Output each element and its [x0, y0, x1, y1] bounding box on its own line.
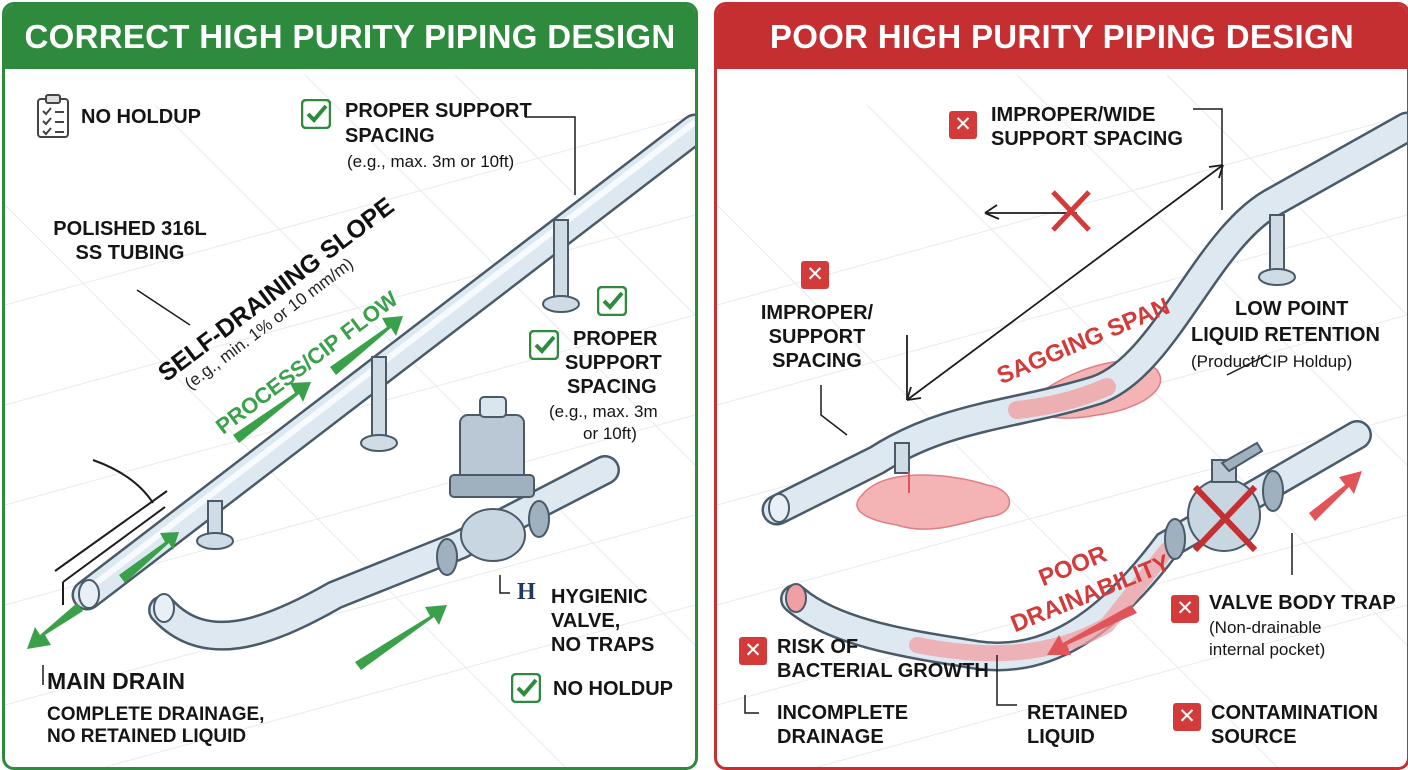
- pipe-supports: [894, 214, 1296, 474]
- poor-design-title: POOR HIGH PURITY PIPING DESIGN: [717, 5, 1407, 69]
- low-point-line2: LIQUID RETENTION: [1191, 324, 1380, 346]
- tubing-line2: SS TUBING: [75, 242, 185, 264]
- wide-support-line2: SUPPORT SPACING: [991, 128, 1183, 150]
- proper-support-top-line2: SPACING: [345, 125, 435, 147]
- correct-piping-illustration: [5, 74, 695, 767]
- correct-design-title: CORRECT HIGH PURITY PIPING DESIGN: [5, 5, 695, 69]
- drain-sub-line2: NO RETAINED LIQUID: [47, 726, 247, 747]
- risk-line1: RISK OF: [777, 636, 859, 658]
- no-support-x-icon: [1051, 190, 1091, 232]
- check-icon: [597, 286, 627, 316]
- low-point-sub: (Product/CIP Holdup): [1191, 352, 1353, 371]
- proper-support-mid-line2: SUPPORT: [565, 352, 662, 374]
- drain-sub-line1: COMPLETE DRAINAGE,: [47, 704, 265, 725]
- valve-line3: NO TRAPS: [551, 634, 655, 656]
- valve-line2: VALVE,: [551, 610, 621, 632]
- correct-design-panel: CORRECT HIGH PURITY PIPING DESIGN: [2, 2, 698, 770]
- retained-line1: RETAINED: [1027, 702, 1128, 724]
- flow-arrows: [1047, 471, 1362, 655]
- x-mark-icon: ✕: [739, 637, 767, 665]
- valve-letter-icon: H: [517, 579, 536, 605]
- retained-line2: LIQUID: [1027, 726, 1095, 748]
- clipboard-icon: [37, 94, 69, 138]
- improper-line1: IMPROPER/: [760, 302, 874, 324]
- contamination-line1: CONTAMINATION: [1211, 702, 1379, 724]
- proper-support-mid-line3: SPACING: [567, 376, 657, 398]
- improper-line3: SPACING: [772, 350, 862, 372]
- proper-support-top-sub: (e.g., max. 3m or 10ft): [347, 152, 515, 171]
- proper-support-mid-sub1: (e.g., max. 3m: [549, 402, 658, 421]
- check-icon: [529, 330, 559, 360]
- lower-pipe: [148, 455, 620, 651]
- valve-trap-sub1: (Non-drainable: [1209, 618, 1322, 637]
- lower-pipe: [780, 420, 1372, 672]
- proper-support-top-line1: PROPER SUPPORT: [345, 100, 532, 122]
- x-mark-icon: ✕: [1171, 595, 1199, 623]
- incomplete-line1: INCOMPLETE: [777, 702, 909, 724]
- valve-trap-label: VALVE BODY TRAP: [1209, 592, 1396, 614]
- x-mark-icon: ✕: [801, 261, 829, 289]
- tubing-line1: POLISHED 316L: [53, 218, 207, 240]
- check-icon: [511, 673, 541, 703]
- leader-lines: [42, 116, 576, 685]
- valve-line1: HYGIENIC: [551, 586, 648, 608]
- ball-valve: [1164, 441, 1284, 560]
- x-mark-icon: ✕: [1173, 703, 1201, 731]
- slope-angle-marker: [54, 459, 168, 605]
- low-point-line1: LOW POINT: [1235, 298, 1349, 320]
- improper-line2: SUPPORT: [768, 326, 866, 348]
- main-drain-label: MAIN DRAIN: [47, 668, 185, 694]
- contamination-line2: SOURCE: [1211, 726, 1297, 748]
- x-mark-icon: ✕: [949, 111, 977, 139]
- proper-support-mid-line1: PROPER: [573, 328, 658, 350]
- check-icon: [301, 99, 331, 129]
- poor-design-panel: POOR HIGH PURITY PIPING DESIGN: [714, 2, 1408, 770]
- main-pipe: [71, 113, 695, 611]
- sagging-pipe: [761, 111, 1407, 526]
- poor-piping-illustration: [717, 74, 1407, 767]
- support-spacing-arrow: [906, 164, 1224, 401]
- proper-support-mid-sub2: or 10ft): [583, 424, 637, 443]
- leader-lines: [744, 108, 1293, 714]
- pipe-supports: [196, 219, 580, 550]
- flow-arrows: [27, 316, 447, 670]
- wide-support-line1: IMPROPER/WIDE: [991, 104, 1156, 126]
- hygienic-valve: [436, 396, 550, 576]
- incomplete-line2: DRAINAGE: [777, 726, 884, 748]
- valve-trap-sub2: internal pocket): [1209, 640, 1326, 659]
- no-holdup-bottom-label: NO HOLDUP: [553, 678, 673, 700]
- no-holdup-top-label: NO HOLDUP: [81, 106, 201, 128]
- risk-line2: BACTERIAL GROWTH: [777, 660, 989, 682]
